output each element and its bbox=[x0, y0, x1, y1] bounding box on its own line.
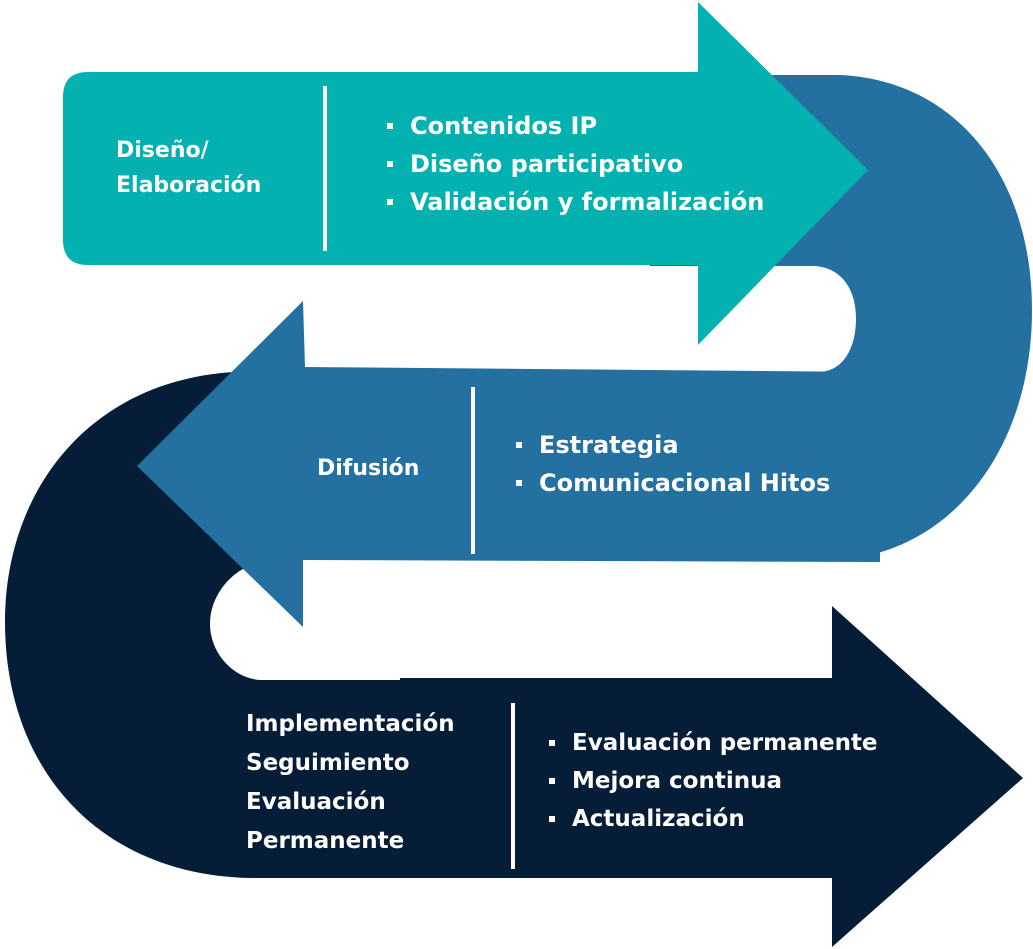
middle-arrow bbox=[137, 301, 880, 627]
stage-1-label: Diseño/ Elaboración bbox=[116, 133, 316, 203]
stage-3-item: Actualización bbox=[546, 800, 878, 838]
stage-2-item: Comunicacional Hitos bbox=[513, 464, 830, 502]
bottom-arrow bbox=[400, 606, 1023, 947]
stage-1-item: Diseño participativo bbox=[384, 145, 764, 183]
stage-2-label: Difusión bbox=[317, 451, 467, 486]
stage-3-item: Mejora continua bbox=[546, 762, 878, 800]
stage-3-item: Evaluación permanente bbox=[546, 724, 878, 762]
stage-3-label-line-1: Implementación bbox=[246, 711, 455, 737]
stage-3-label: Implementación Seguimiento Evaluación Pe… bbox=[246, 705, 506, 861]
stage-1-items: Contenidos IP Diseño participativo Valid… bbox=[384, 107, 764, 221]
stage-1-label-line-2: Elaboración bbox=[116, 173, 262, 198]
stage-3-items: Evaluación permanente Mejora continua Ac… bbox=[546, 724, 878, 838]
stage-2-items: Estrategia Comunicacional Hitos bbox=[513, 426, 830, 502]
stage-1-label-line-1: Diseño/ bbox=[116, 138, 209, 163]
stage-3-label-line-4: Permanente bbox=[246, 828, 405, 854]
top-arrow bbox=[63, 2, 868, 345]
stage-2-label-line-1: Difusión bbox=[317, 456, 420, 481]
stage-2-divider bbox=[471, 387, 475, 554]
stage-3-label-line-2: Seguimiento bbox=[246, 750, 410, 776]
stage-1-divider bbox=[323, 86, 327, 251]
stage-3-divider bbox=[511, 703, 515, 869]
stage-2-item: Estrategia bbox=[513, 426, 830, 464]
stage-3-label-line-3: Evaluación bbox=[246, 789, 386, 815]
stage-1-item: Contenidos IP bbox=[384, 107, 764, 145]
stage-1-item: Validación y formalización bbox=[384, 183, 764, 221]
